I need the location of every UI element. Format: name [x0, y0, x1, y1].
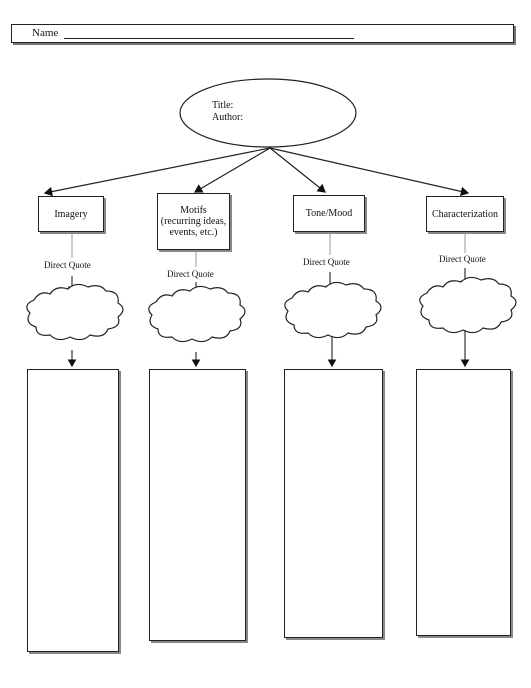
- cloud-to-box-arrows: [67, 330, 470, 368]
- title-author-text: Title: Author:: [212, 100, 243, 124]
- direct-quote-label-4: Direct Quote: [439, 254, 486, 264]
- ellipse-connectors: [43, 147, 470, 197]
- category-label: Tone/Mood: [305, 208, 353, 219]
- category-label: Imagery: [54, 208, 88, 220]
- category-box-motifs: Motifs (recurring ideas, events, etc.): [157, 193, 230, 250]
- category-box-imagery: Imagery: [38, 196, 104, 232]
- name-label: Name: [32, 27, 59, 39]
- name-input-line[interactable]: [64, 38, 354, 39]
- title-label: Title:: [212, 100, 234, 111]
- cloud-2: [148, 285, 246, 343]
- response-box-characterization[interactable]: [416, 369, 511, 636]
- direct-quote-label-3: Direct Quote: [303, 257, 350, 267]
- cloud-4: [419, 276, 517, 334]
- category-box-tone-mood: Tone/Mood: [293, 195, 365, 232]
- response-box-tone-mood[interactable]: [284, 369, 383, 638]
- quote-to-cloud-arrows: [67, 268, 470, 298]
- category-label: Characterization: [431, 208, 499, 220]
- direct-quote-label-2: Direct Quote: [167, 269, 214, 279]
- category-box-characterization: Characterization: [426, 196, 504, 232]
- name-bar: Name: [11, 24, 514, 43]
- direct-quote-label-1: Direct Quote: [44, 260, 91, 270]
- response-box-imagery[interactable]: [27, 369, 119, 652]
- cloud-1: [26, 283, 124, 341]
- author-label: Author:: [212, 112, 244, 123]
- category-label: Motifs (recurring ideas, events, etc.): [160, 205, 227, 238]
- response-box-motifs[interactable]: [149, 369, 246, 641]
- cloud-3: [284, 281, 382, 339]
- box-to-quote-lines: [71, 232, 466, 267]
- title-author-ellipse: [179, 78, 357, 148]
